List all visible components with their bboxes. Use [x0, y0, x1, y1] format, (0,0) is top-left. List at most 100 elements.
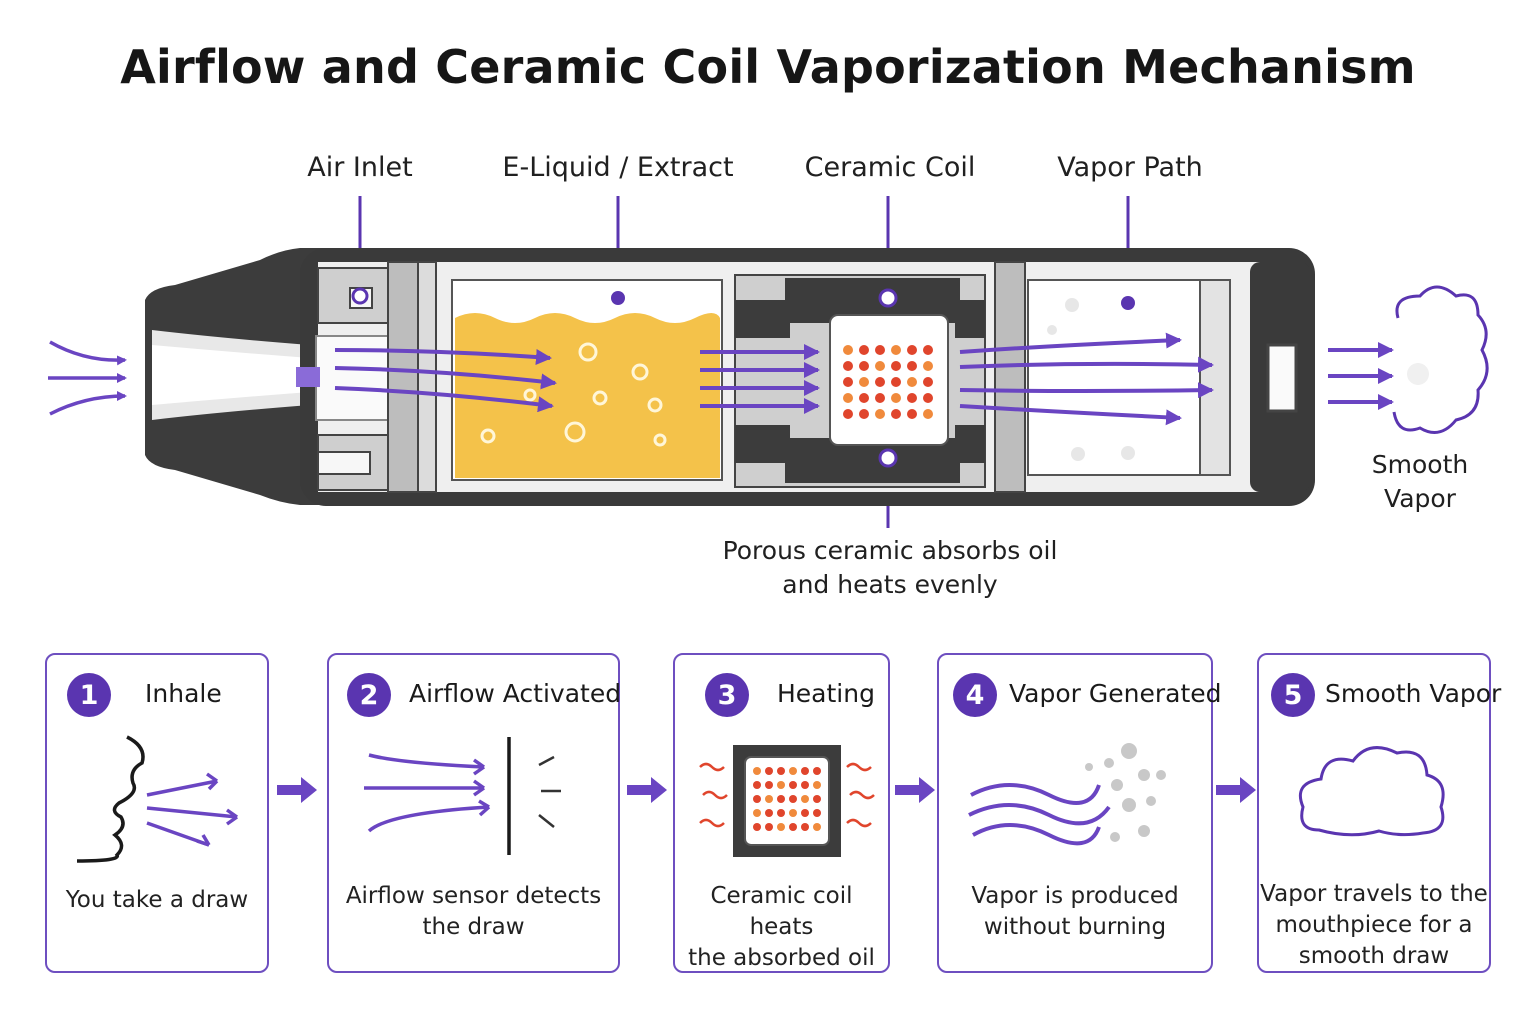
coil-heat-dot: [789, 795, 797, 803]
smooth-vapor-line2: Vapor: [1384, 484, 1456, 513]
porous-note-line1: Porous ceramic absorbs oil: [722, 536, 1058, 565]
coil-heat-dot: [891, 393, 901, 403]
coil-heat-dot: [891, 377, 901, 387]
step-desc-line: smooth draw: [1298, 943, 1450, 969]
coil-heat-dot: [789, 823, 797, 831]
step-card-airflow: 2 Airflow Activated Airflow sensor detec…: [327, 653, 621, 973]
coil-heat-dot: [923, 393, 933, 403]
airflow-sensor-icon: [364, 737, 561, 855]
coil-heat-dot: [859, 409, 869, 419]
cloud-icon: [1298, 746, 1445, 837]
coil-heat-dot: [789, 809, 797, 817]
step-desc-line: Vapor is produced: [971, 883, 1179, 909]
step-card-heating: 3 Heating Ceramic coil heats the absorbe…: [673, 653, 890, 973]
porous-note-line2: and heats evenly: [782, 570, 998, 599]
coil-heat-dot: [907, 361, 917, 371]
step-number-badge: 4: [953, 673, 997, 717]
step-arrow-icon: [277, 777, 317, 803]
coil-heat-dot: [875, 377, 885, 387]
coil-heat-dot: [843, 345, 853, 355]
step-card-smooth-vapor: 5 Smooth Vapor Vapor travels to the mout…: [1257, 653, 1501, 973]
coil-heat-dot: [801, 795, 809, 803]
porous-ceramic-note: Porous ceramic absorbs oil and heats eve…: [700, 534, 1080, 602]
step-desc-line: the draw: [422, 914, 525, 940]
step-desc-line: Airflow sensor detects: [345, 883, 602, 909]
coil-heat-dot: [777, 767, 785, 775]
coil-heat-dot: [777, 781, 785, 789]
coil-heat-dot: [789, 781, 797, 789]
coil-heat-dot: [891, 361, 901, 371]
inlet-arrows: [48, 340, 127, 416]
e-liquid-label: E-Liquid / Extract: [502, 152, 734, 183]
step-desc-line: Ceramic coil heats: [710, 883, 853, 940]
step-arrow-icon: [627, 777, 667, 803]
coil-heat-dot: [813, 767, 821, 775]
step-arrow-icon: [895, 777, 935, 803]
coil-heat-dot: [859, 361, 869, 371]
ceramic-coil-dots: [843, 345, 933, 419]
face-inhale-icon: [76, 735, 239, 863]
step-number-badge: 1: [67, 673, 111, 717]
e-liquid: [455, 313, 720, 478]
coil-heat-dot: [813, 781, 821, 789]
coil-heat-dot: [801, 809, 809, 817]
step-title: Smooth Vapor: [1325, 679, 1502, 708]
coil-heat-dot: [753, 795, 761, 803]
coil-heat-dot: [765, 795, 773, 803]
coil-heat-dot: [753, 809, 761, 817]
coil-heat-dot: [875, 393, 885, 403]
step-desc-line: Vapor travels to the: [1260, 881, 1488, 907]
step-description: Vapor is produced without burning: [939, 881, 1211, 943]
heating-coil-icon: [699, 745, 875, 857]
airflow-arrows: [334, 332, 1214, 426]
coil-heat-dot: [753, 767, 761, 775]
coil-heat-dot: [875, 361, 885, 371]
coil-heat-dot: [789, 767, 797, 775]
step-desc-line: without burning: [983, 914, 1167, 940]
coil-heat-dot: [753, 823, 761, 831]
coil-heat-dot: [875, 345, 885, 355]
step-card-inhale: 1 Inhale You take a draw: [45, 653, 269, 973]
coil-heat-dot: [907, 393, 917, 403]
coil-heat-dot: [907, 409, 917, 419]
step-description: Vapor travels to the mouthpiece for a sm…: [1259, 879, 1489, 972]
coil-heat-dot: [801, 823, 809, 831]
device-cross-section: [48, 196, 1489, 528]
coil-heat-dot: [859, 377, 869, 387]
step-number-badge: 5: [1271, 673, 1315, 717]
step-arrow-icon: [1216, 777, 1256, 803]
vapor-cloud-icon: [1392, 285, 1489, 434]
coil-heat-dot: [765, 809, 773, 817]
air-inlet-label: Air Inlet: [307, 152, 413, 183]
step-number-badge: 3: [705, 673, 749, 717]
step-title: Vapor Generated: [1009, 679, 1222, 708]
outlet-arrows: [1328, 342, 1394, 410]
coil-heat-dot: [923, 377, 933, 387]
coil-heat-dot: [765, 767, 773, 775]
coil-heat-dot: [859, 345, 869, 355]
coil-heat-dot: [801, 781, 809, 789]
coil-heat-dot: [765, 823, 773, 831]
step-desc-line: mouthpiece for a: [1275, 912, 1473, 938]
coil-heat-dot: [813, 809, 821, 817]
coil-heat-dot: [875, 409, 885, 419]
vapor-particles-icon: [968, 743, 1166, 846]
coil-heat-dot: [923, 361, 933, 371]
step-card-vapor-generated: 4 Vapor Generated Vapor is produced with…: [937, 653, 1222, 973]
coil-heat-dot: [843, 361, 853, 371]
step-desc-line: You take a draw: [65, 887, 249, 913]
coil-heat-dot: [777, 795, 785, 803]
coil-heat-dot: [777, 823, 785, 831]
coil-heat-dot: [859, 393, 869, 403]
step-description: You take a draw: [47, 885, 267, 916]
step-desc-line: the absorbed oil: [688, 945, 875, 971]
coil-heat-dot: [753, 781, 761, 789]
coil-heat-dot: [765, 781, 773, 789]
step-description: Airflow sensor detects the draw: [329, 881, 618, 943]
coil-heat-dot: [813, 823, 821, 831]
step-number-badge: 2: [347, 673, 391, 717]
coil-heat-dot: [843, 377, 853, 387]
coil-heat-dot: [923, 345, 933, 355]
page-title: Airflow and Ceramic Coil Vaporization Me…: [120, 40, 1416, 94]
smooth-vapor-label: Smooth Vapor: [1360, 448, 1480, 516]
